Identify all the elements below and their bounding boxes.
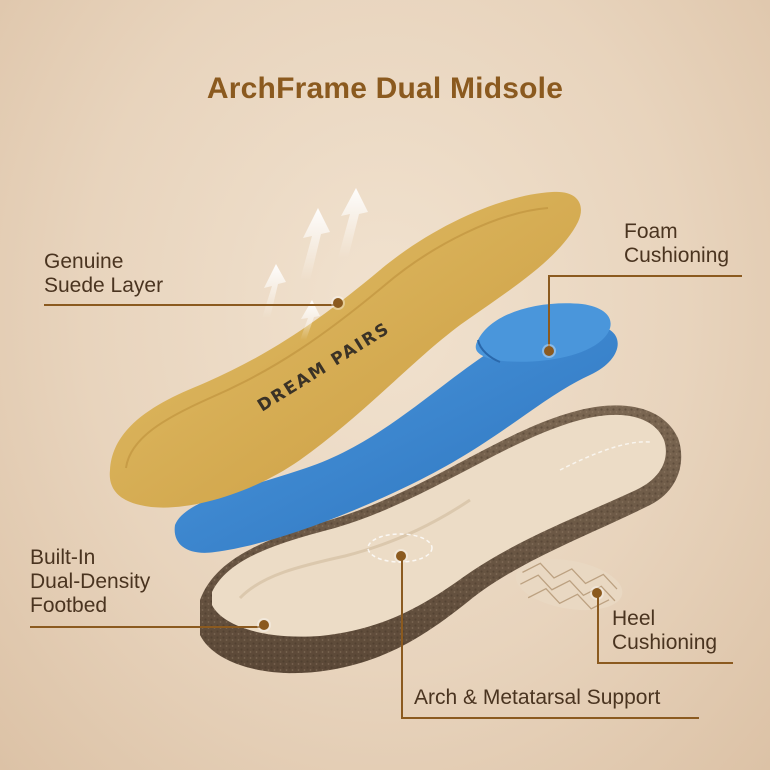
heel-callout-vline — [597, 593, 599, 663]
suede-callout-line — [44, 304, 338, 306]
footbed-label: Built-In Dual-Density Footbed — [30, 546, 151, 617]
foam-callout-vline — [548, 275, 550, 349]
heel-label: Heel Cushioning — [612, 607, 718, 654]
arch-label: Arch & Metatarsal Support — [414, 686, 661, 709]
suede-callout-dot — [333, 298, 343, 308]
page-title: ArchFrame Dual Midsole — [206, 72, 564, 105]
footbed-callout-line — [30, 626, 264, 628]
footbed-callout-dot — [259, 620, 269, 630]
blue-foam-layer — [174, 303, 618, 553]
suede-label: Genuine Suede Layer — [44, 250, 164, 297]
arch-callout-vline — [401, 556, 403, 718]
heel-callout-line — [597, 662, 733, 664]
foam-label: Foam Cushioning — [624, 220, 730, 267]
foam-callout-line — [548, 275, 742, 277]
foam-callout-dot — [544, 346, 554, 356]
arch-callout-line — [401, 717, 699, 719]
cork-footbed-base — [200, 405, 682, 674]
